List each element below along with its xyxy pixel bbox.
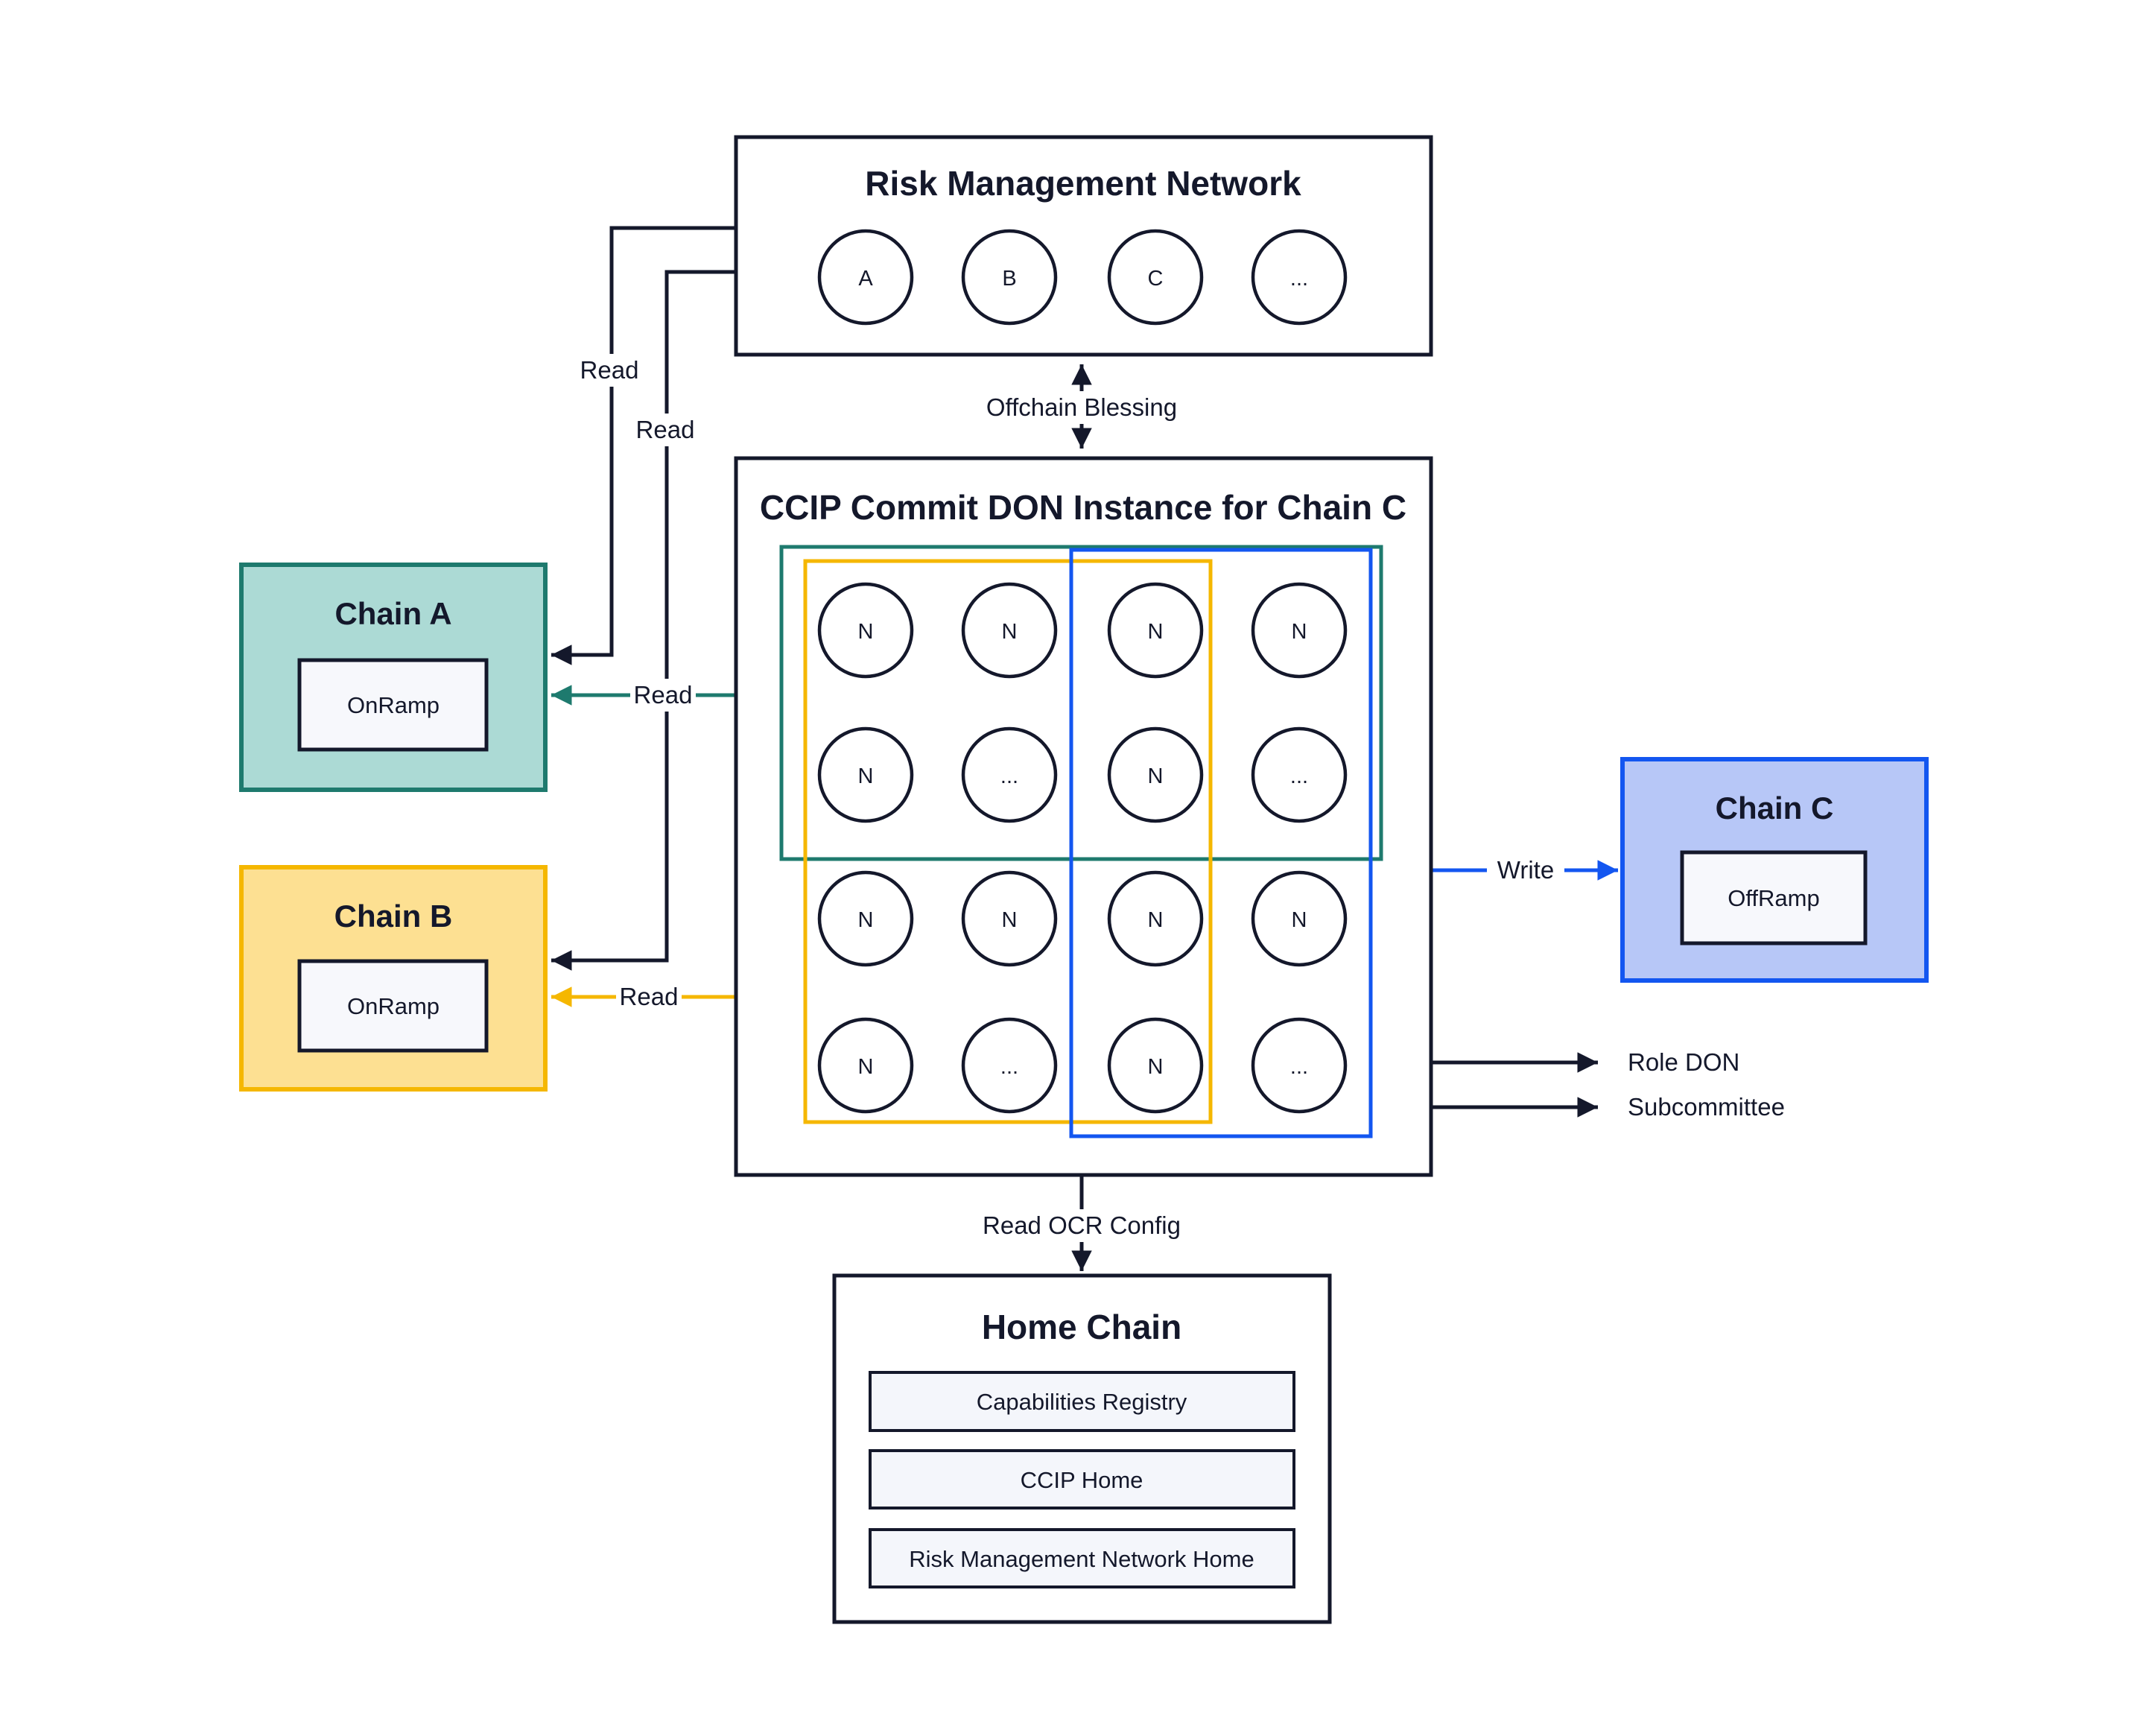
chain-c-box: Chain C OffRamp	[1620, 757, 1929, 983]
read-ocr-config-label-bg	[983, 1209, 1180, 1242]
read-label-bg	[632, 414, 698, 446]
rmn-to-chain-a-arrow	[551, 226, 736, 665]
rmn-node-circle	[1107, 229, 1204, 326]
don-node-label: N	[1148, 1055, 1164, 1079]
rmn-node-circle	[1251, 229, 1348, 326]
don-node-circle	[1251, 1017, 1348, 1114]
chain-b-onramp-box	[297, 959, 489, 1053]
chain-b-onramp-label: OnRamp	[347, 993, 440, 1019]
rmn-home-box	[869, 1528, 1295, 1588]
ccip-commit-don-title: CCIP Commit DON Instance for Chain C	[760, 488, 1406, 527]
write-label: Write	[1497, 856, 1554, 884]
don-node-circle	[817, 870, 914, 967]
don-node-circle	[961, 1017, 1058, 1114]
don-node-circle	[1107, 870, 1204, 967]
read-don-to-chain-b-label: Read	[620, 983, 679, 1010]
rmn-node-circle	[817, 229, 914, 326]
don-node-circle	[1251, 870, 1348, 967]
read-rmn-to-chain-b-label: Read	[636, 416, 695, 443]
don-node-label: N	[1002, 908, 1018, 932]
don-node-label: N	[1292, 908, 1307, 932]
yellow-subset-rect	[803, 559, 1213, 1124]
subcommittee-label: Subcommittee	[1628, 1093, 1785, 1121]
don-node-label: ...	[1000, 764, 1018, 788]
write-label-bg	[1487, 854, 1564, 887]
don-node-label: N	[858, 764, 874, 788]
read-label-bg	[577, 354, 642, 387]
don-node-circle	[1251, 582, 1348, 679]
don-node-circle	[1107, 582, 1204, 679]
ccip-home-box	[869, 1449, 1295, 1510]
teal-subset-rect	[779, 545, 1383, 861]
rmn-to-chain-b-arrow	[551, 270, 736, 971]
rmn-node-label: B	[1002, 267, 1016, 291]
don-node-label: N	[1148, 620, 1164, 644]
capabilities-registry-label: Capabilities Registry	[977, 1389, 1187, 1415]
read-ocr-config-label: Read OCR Config	[983, 1211, 1181, 1239]
chain-c-offramp-label: OffRamp	[1728, 885, 1819, 911]
home-chain-box: Home Chain Capabilities Registry CCIP Ho…	[832, 1273, 1332, 1624]
don-node-circle	[961, 870, 1058, 967]
don-node-circle	[961, 582, 1058, 679]
don-node-circle	[817, 1017, 914, 1114]
offchain-blessing-label-bg	[976, 391, 1187, 424]
don-node-label: N	[1148, 764, 1164, 788]
don-node-circle	[1251, 726, 1348, 823]
chain-a-onramp-box	[297, 658, 489, 752]
ccip-commit-don-box: CCIP Commit DON Instance for Chain C N N…	[734, 456, 1433, 1177]
don-node-label: N	[1292, 620, 1307, 644]
capabilities-registry-box	[869, 1371, 1295, 1432]
don-node-circle	[1107, 726, 1204, 823]
don-node-circle	[1107, 1017, 1204, 1114]
don-node-circle	[961, 726, 1058, 823]
ccip-home-label: CCIP Home	[1021, 1467, 1143, 1493]
role-don-label: Role DON	[1628, 1048, 1739, 1076]
rmn-home-label: Risk Management Network Home	[909, 1546, 1254, 1572]
risk-management-network-title: Risk Management Network	[865, 164, 1301, 203]
chain-c-title: Chain C	[1716, 791, 1834, 826]
read-label-bg	[630, 679, 696, 712]
chain-a-title: Chain A	[334, 596, 451, 631]
chain-c-offramp-box	[1680, 850, 1868, 945]
rmn-node-label: C	[1148, 267, 1164, 291]
chain-a-onramp-label: OnRamp	[347, 692, 440, 718]
don-node-label: N	[858, 1055, 874, 1079]
don-node-label: ...	[1000, 1055, 1018, 1079]
chain-b-box: Chain B OnRamp	[239, 865, 548, 1092]
risk-management-network-box: Risk Management Network A B C ...	[734, 135, 1433, 357]
home-chain-title: Home Chain	[982, 1308, 1181, 1346]
chain-a-box: Chain A OnRamp	[239, 563, 548, 792]
don-node-label: N	[858, 620, 874, 644]
rmn-node-label: A	[858, 267, 873, 291]
don-node-label: ...	[1290, 1055, 1308, 1079]
don-node-label: ...	[1290, 764, 1308, 788]
read-label-bg	[616, 981, 682, 1013]
don-node-label: N	[858, 908, 874, 932]
don-node-circle	[817, 582, 914, 679]
read-don-to-chain-a-label: Read	[634, 681, 693, 709]
don-node-circle	[817, 726, 914, 823]
blue-subset-rect	[1069, 548, 1373, 1138]
edge-labels: Offchain Blessing Read Read Read Read Wr…	[577, 354, 1785, 1242]
don-node-label: N	[1148, 908, 1164, 932]
offchain-blessing-label: Offchain Blessing	[986, 393, 1177, 421]
rmn-node-label: ...	[1290, 267, 1308, 291]
rmn-node-circle	[961, 229, 1058, 326]
read-rmn-to-chain-a-label: Read	[580, 356, 639, 384]
chain-b-title: Chain B	[334, 899, 453, 934]
don-node-label: N	[1002, 620, 1018, 644]
